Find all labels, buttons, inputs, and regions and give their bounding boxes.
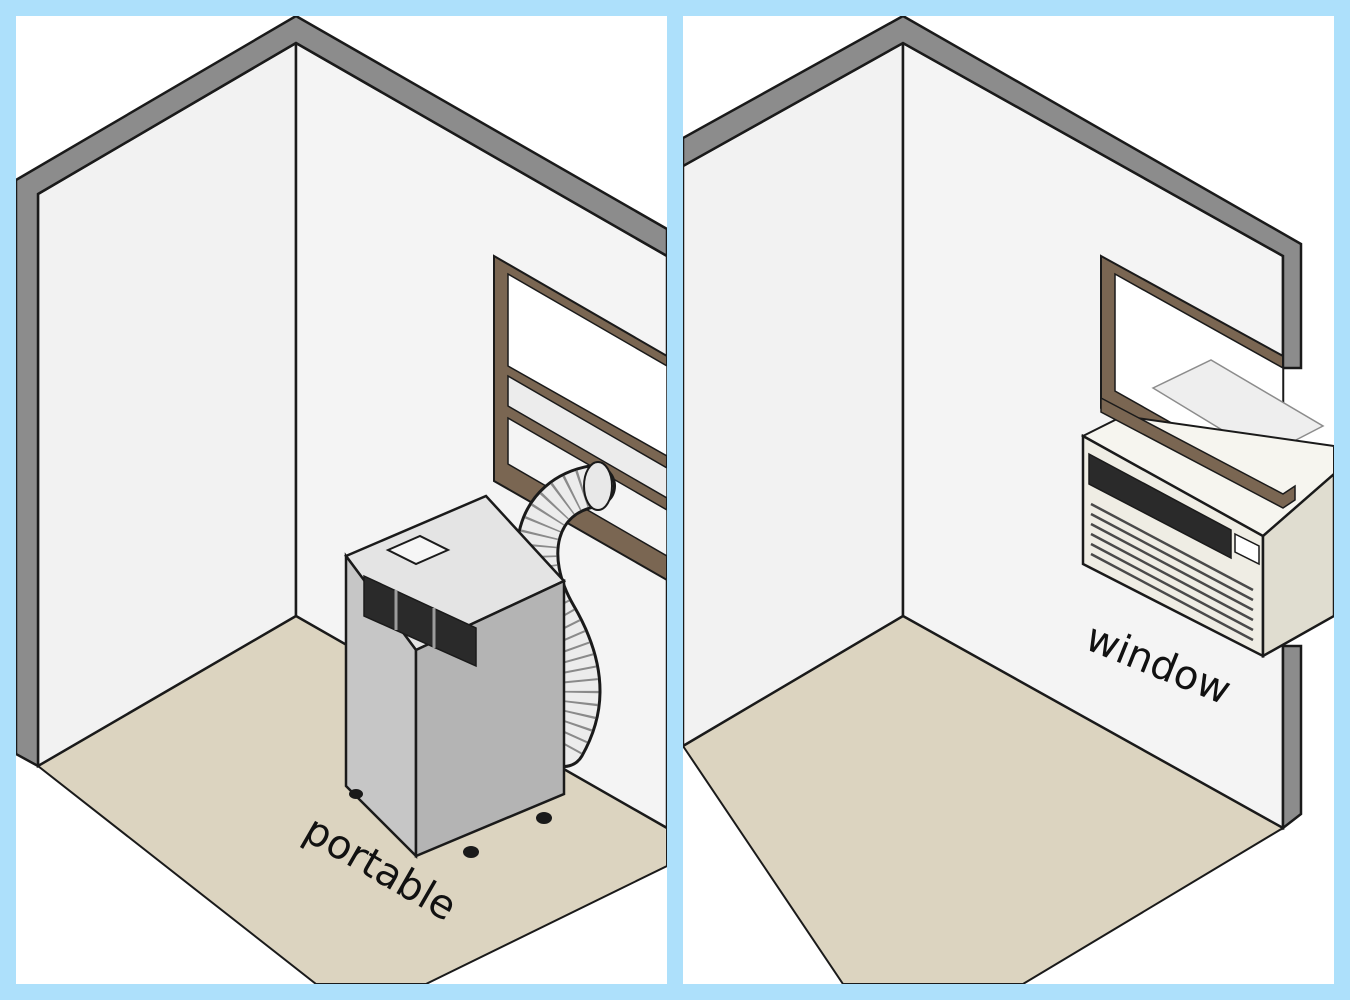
wall-top-edge [16,16,667,769]
window-room-illustration: window [683,16,1334,984]
portable-room-illustration: portable [16,16,667,984]
wall-end-thickness [1281,644,1303,831]
portable-ac-unit-icon [344,494,567,860]
window-ac-unit-icon [1080,396,1334,659]
panel-window: window [683,16,1334,984]
panel-portable: portable [16,16,667,984]
